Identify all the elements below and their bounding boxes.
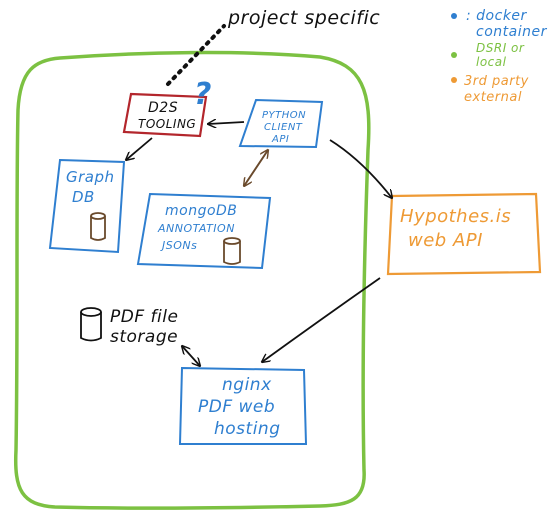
nginx-line1: nginx xyxy=(222,375,272,395)
hypothesis-box xyxy=(386,192,542,276)
system-boundary xyxy=(13,50,371,510)
arrow-d2s-to-graphdb xyxy=(126,137,153,160)
nginx-line2: PDF web xyxy=(198,397,275,417)
arrow-storage-nginx-bidirectional xyxy=(182,346,200,366)
graph-db-node: Graph DB xyxy=(48,158,126,254)
legend-external-line1: 3rd party xyxy=(464,74,529,89)
legend-bullet-docker xyxy=(451,13,457,19)
legend-bullet-local xyxy=(451,52,457,58)
mongodb-node: mongoDB ANNOTATION JSONs xyxy=(136,192,272,270)
python-client-line2: CLIENT xyxy=(264,122,303,133)
project-specific-dotted-line xyxy=(166,24,226,86)
legend-local-line2: local xyxy=(476,55,507,69)
arrow-python-mongodb-bidirectional xyxy=(244,150,268,186)
pdf-storage-node: PDF file storage xyxy=(80,307,178,347)
database-icon xyxy=(80,307,102,342)
graph-db-line2: DB xyxy=(72,188,95,206)
nginx-line3: hosting xyxy=(214,419,281,439)
d2s-tooling-box xyxy=(122,92,208,138)
legend-docker-line2: container xyxy=(476,24,548,40)
graph-db-box xyxy=(48,158,126,254)
hypothesis-line1: Hypothes.is xyxy=(400,206,511,227)
pdf-storage-line1: PDF file xyxy=(110,307,178,327)
database-icon xyxy=(223,237,241,265)
nginx-node: nginx PDF web hosting xyxy=(178,366,308,445)
mongodb-box xyxy=(136,192,272,270)
mongodb-line2: ANNOTATION xyxy=(157,222,235,235)
hypothesis-node: Hypothes.is web API xyxy=(386,192,542,276)
arrow-python-to-d2s xyxy=(208,122,245,124)
mongodb-line1: mongoDB xyxy=(165,203,237,219)
legend-local-line1: DSRI or xyxy=(476,41,525,55)
pdf-storage-line2: storage xyxy=(110,327,178,347)
python-client-node: PYTHON CLIENT API xyxy=(238,98,324,149)
graph-db-line1: Graph xyxy=(66,168,115,186)
legend-docker-line1: : docker xyxy=(466,8,528,24)
python-client-line3: API xyxy=(271,134,289,145)
mongodb-line3: JSONs xyxy=(160,239,197,252)
nginx-box xyxy=(178,366,308,445)
d2s-tooling-line2: TOOLING xyxy=(138,117,196,131)
python-client-line1: PYTHON xyxy=(262,110,306,121)
legend-bullet-external xyxy=(451,77,457,83)
arrow-python-to-hypothesis xyxy=(329,139,392,198)
legend-external-line2: external xyxy=(464,90,522,105)
question-mark-icon: ? xyxy=(194,77,212,112)
legend: : docker container DSRI or local 3rd par… xyxy=(451,8,548,105)
arrow-hypothesis-to-nginx xyxy=(262,277,381,362)
project-specific-annotation: project specific xyxy=(227,7,380,29)
d2s-tooling-line1: D2S xyxy=(148,100,178,116)
d2s-tooling-node: D2S TOOLING ? xyxy=(122,77,212,138)
python-client-box xyxy=(238,98,324,149)
database-icon xyxy=(90,212,106,241)
hypothesis-line2: web API xyxy=(408,230,483,251)
